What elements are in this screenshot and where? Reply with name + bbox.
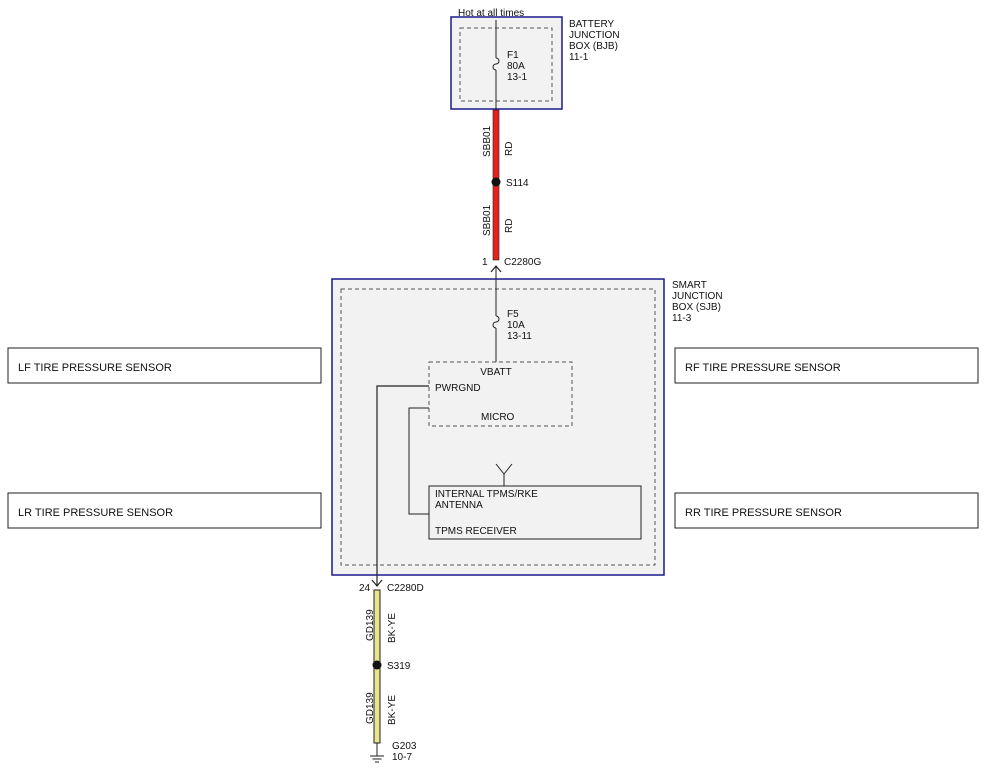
connector-c2280d-pin: 24 <box>359 583 371 594</box>
fuse-f1-ref: 13-1 <box>507 72 527 83</box>
fuse-f5-symbol <box>492 315 500 329</box>
connector-c2280d-symbol <box>371 579 383 587</box>
splice-s319-dot <box>372 660 382 670</box>
bjb-inner-dashed <box>459 27 553 102</box>
gnd-wire-upper-color: BK-YE <box>387 613 398 643</box>
hot-at-all-times-label: Hot at all times <box>458 8 524 19</box>
rf-sensor-box: RF TIRE PRESSURE SENSOR <box>674 347 979 384</box>
tpms-receiver-box <box>428 485 642 540</box>
connector-c2280d-name: C2280D <box>387 583 424 594</box>
sjb-title-line-4: 11-3 <box>672 313 692 324</box>
battery-junction-box <box>450 16 563 110</box>
rr-sensor-label: RR TIRE PRESSURE SENSOR <box>685 507 842 519</box>
splice-s114-dot <box>491 177 501 187</box>
lf-sensor-label: LF TIRE PRESSURE SENSOR <box>18 362 172 374</box>
gnd-wire-lower-color: BK-YE <box>387 695 398 725</box>
micro-tpms-link-wire <box>408 407 429 515</box>
ground-g203-ref: 10-7 <box>392 752 412 763</box>
gnd-wire-lower-circuit: GD139 <box>365 692 376 724</box>
smart-junction-box <box>331 278 665 576</box>
tpms-line-3: TPMS RECEIVER <box>435 526 517 537</box>
sjb-title: SMART JUNCTION BOX (SJB) 11-3 <box>672 280 723 324</box>
connector-c2280g-pin: 1 <box>482 257 488 268</box>
micro-name-label: MICRO <box>481 412 515 423</box>
wire-lower-color: RD <box>504 219 515 233</box>
micro-vbatt-label: VBATT <box>480 367 511 378</box>
rf-sensor-label: RF TIRE PRESSURE SENSOR <box>685 362 841 374</box>
sjb-inner-dashed <box>340 288 656 566</box>
sjb-title-line-3: BOX (SJB) <box>672 302 721 313</box>
wire-upper-color: RD <box>504 142 515 156</box>
bjb-title-line-4: 11-1 <box>569 52 589 63</box>
bjb-title-line-2: JUNCTION <box>569 30 620 41</box>
rr-sensor-box: RR TIRE PRESSURE SENSOR <box>674 492 979 529</box>
lr-sensor-label: LR TIRE PRESSURE SENSOR <box>18 507 173 519</box>
splice-s319-label: S319 <box>387 661 411 672</box>
connector-c2280g-name: C2280G <box>504 257 541 268</box>
antenna-icon <box>495 463 513 486</box>
micro-pwrgnd-label: PWRGND <box>435 383 481 394</box>
bjb-title-line-1: BATTERY <box>569 19 615 30</box>
bjb-outline <box>450 16 563 110</box>
wire-upper-circuit: SBB01 <box>482 125 493 157</box>
bjb-title-line-3: BOX (BJB) <box>569 41 618 52</box>
gnd-wire-upper-circuit: GD139 <box>365 609 376 641</box>
sjb-outline <box>331 278 665 576</box>
pwrgnd-wire <box>376 385 429 586</box>
fuse-f1-symbol <box>492 57 500 71</box>
lr-sensor-box: LR TIRE PRESSURE SENSOR <box>7 492 322 529</box>
micro-box <box>428 361 573 427</box>
tpms-line-1: INTERNAL TPMS/RKE <box>435 489 538 500</box>
sjb-title-line-1: SMART <box>672 280 707 291</box>
fuse-f1-label: F1 <box>507 50 519 61</box>
sjb-title-line-2: JUNCTION <box>672 291 723 302</box>
splice-s114-label: S114 <box>506 178 529 189</box>
bjb-title: BATTERY JUNCTION BOX (BJB) 11-1 <box>569 19 620 63</box>
wire-lower-circuit: SBB01 <box>482 204 493 236</box>
fuse-f5-label: F5 <box>507 309 519 320</box>
fuse-f5-rating: 10A <box>507 320 525 331</box>
fuse-f1-rating: 80A <box>507 61 525 72</box>
lf-sensor-box: LF TIRE PRESSURE SENSOR <box>7 347 322 384</box>
tpms-line-2: ANTENNA <box>435 500 483 511</box>
fuse-f5-ref: 13-11 <box>507 331 532 342</box>
ground-g203-name: G203 <box>392 741 417 752</box>
ground-g203-icon <box>370 743 384 763</box>
